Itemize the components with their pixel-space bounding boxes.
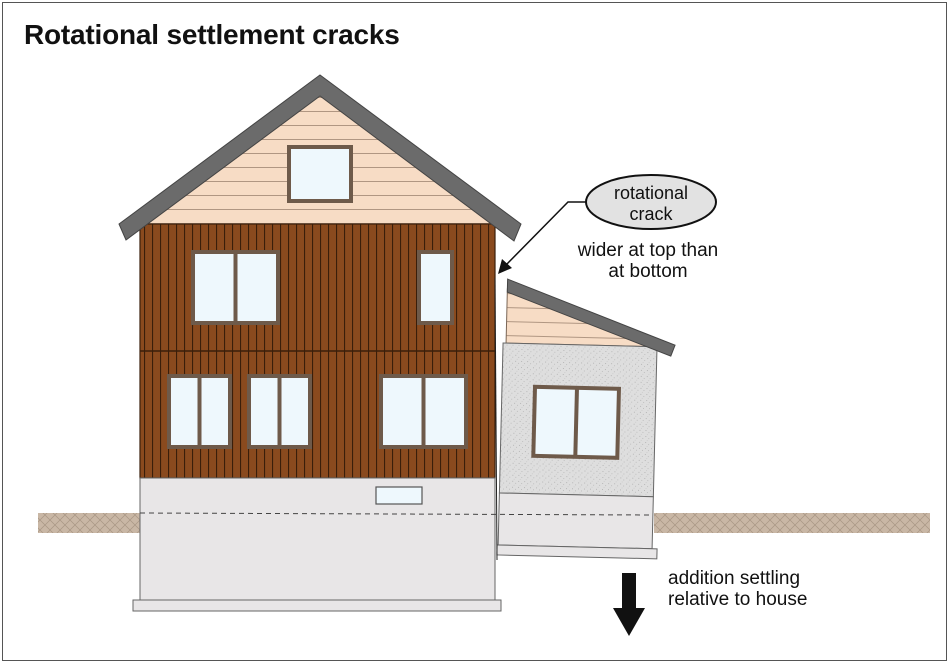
- callout-bubble-label: rotational crack: [584, 183, 718, 225]
- main-foundation: [139, 477, 496, 602]
- lower-window-1: [167, 374, 232, 449]
- callout-arrowhead: [498, 259, 512, 274]
- ground-left: [38, 513, 140, 533]
- bubble-line-1: rotational: [613, 183, 689, 203]
- settling-arrow-icon: [613, 573, 645, 636]
- crack-note-line-2: at bottom: [608, 261, 688, 282]
- lower-window-3: [379, 374, 468, 449]
- settling-note-line-2: relative to house: [668, 589, 808, 610]
- upper-window-double: [191, 250, 280, 325]
- foundation-vent: [375, 486, 423, 505]
- settling-note-line-1: addition settling: [668, 568, 801, 589]
- addition: [496, 278, 676, 560]
- crack-note-line-1: wider at top than: [577, 240, 719, 261]
- callout-leader: [504, 201, 586, 267]
- addition-window: [531, 384, 622, 460]
- crack-line: [494, 277, 498, 561]
- addition-roof: [506, 278, 676, 357]
- addition-foundation: [497, 492, 654, 550]
- main-footing: [132, 599, 502, 612]
- upper-window-single: [417, 250, 454, 325]
- ground-right: [654, 513, 930, 533]
- grade-line: [139, 512, 653, 516]
- crack-note: wider at top than at bottom: [563, 240, 733, 282]
- lower-window-2: [247, 374, 312, 449]
- attic-window: [287, 145, 353, 203]
- bubble-line-2: crack: [629, 204, 673, 224]
- settling-note: addition settling relative to house: [668, 568, 807, 610]
- main-roof: [118, 74, 522, 242]
- diagram-title: Rotational settlement cracks: [24, 19, 400, 50]
